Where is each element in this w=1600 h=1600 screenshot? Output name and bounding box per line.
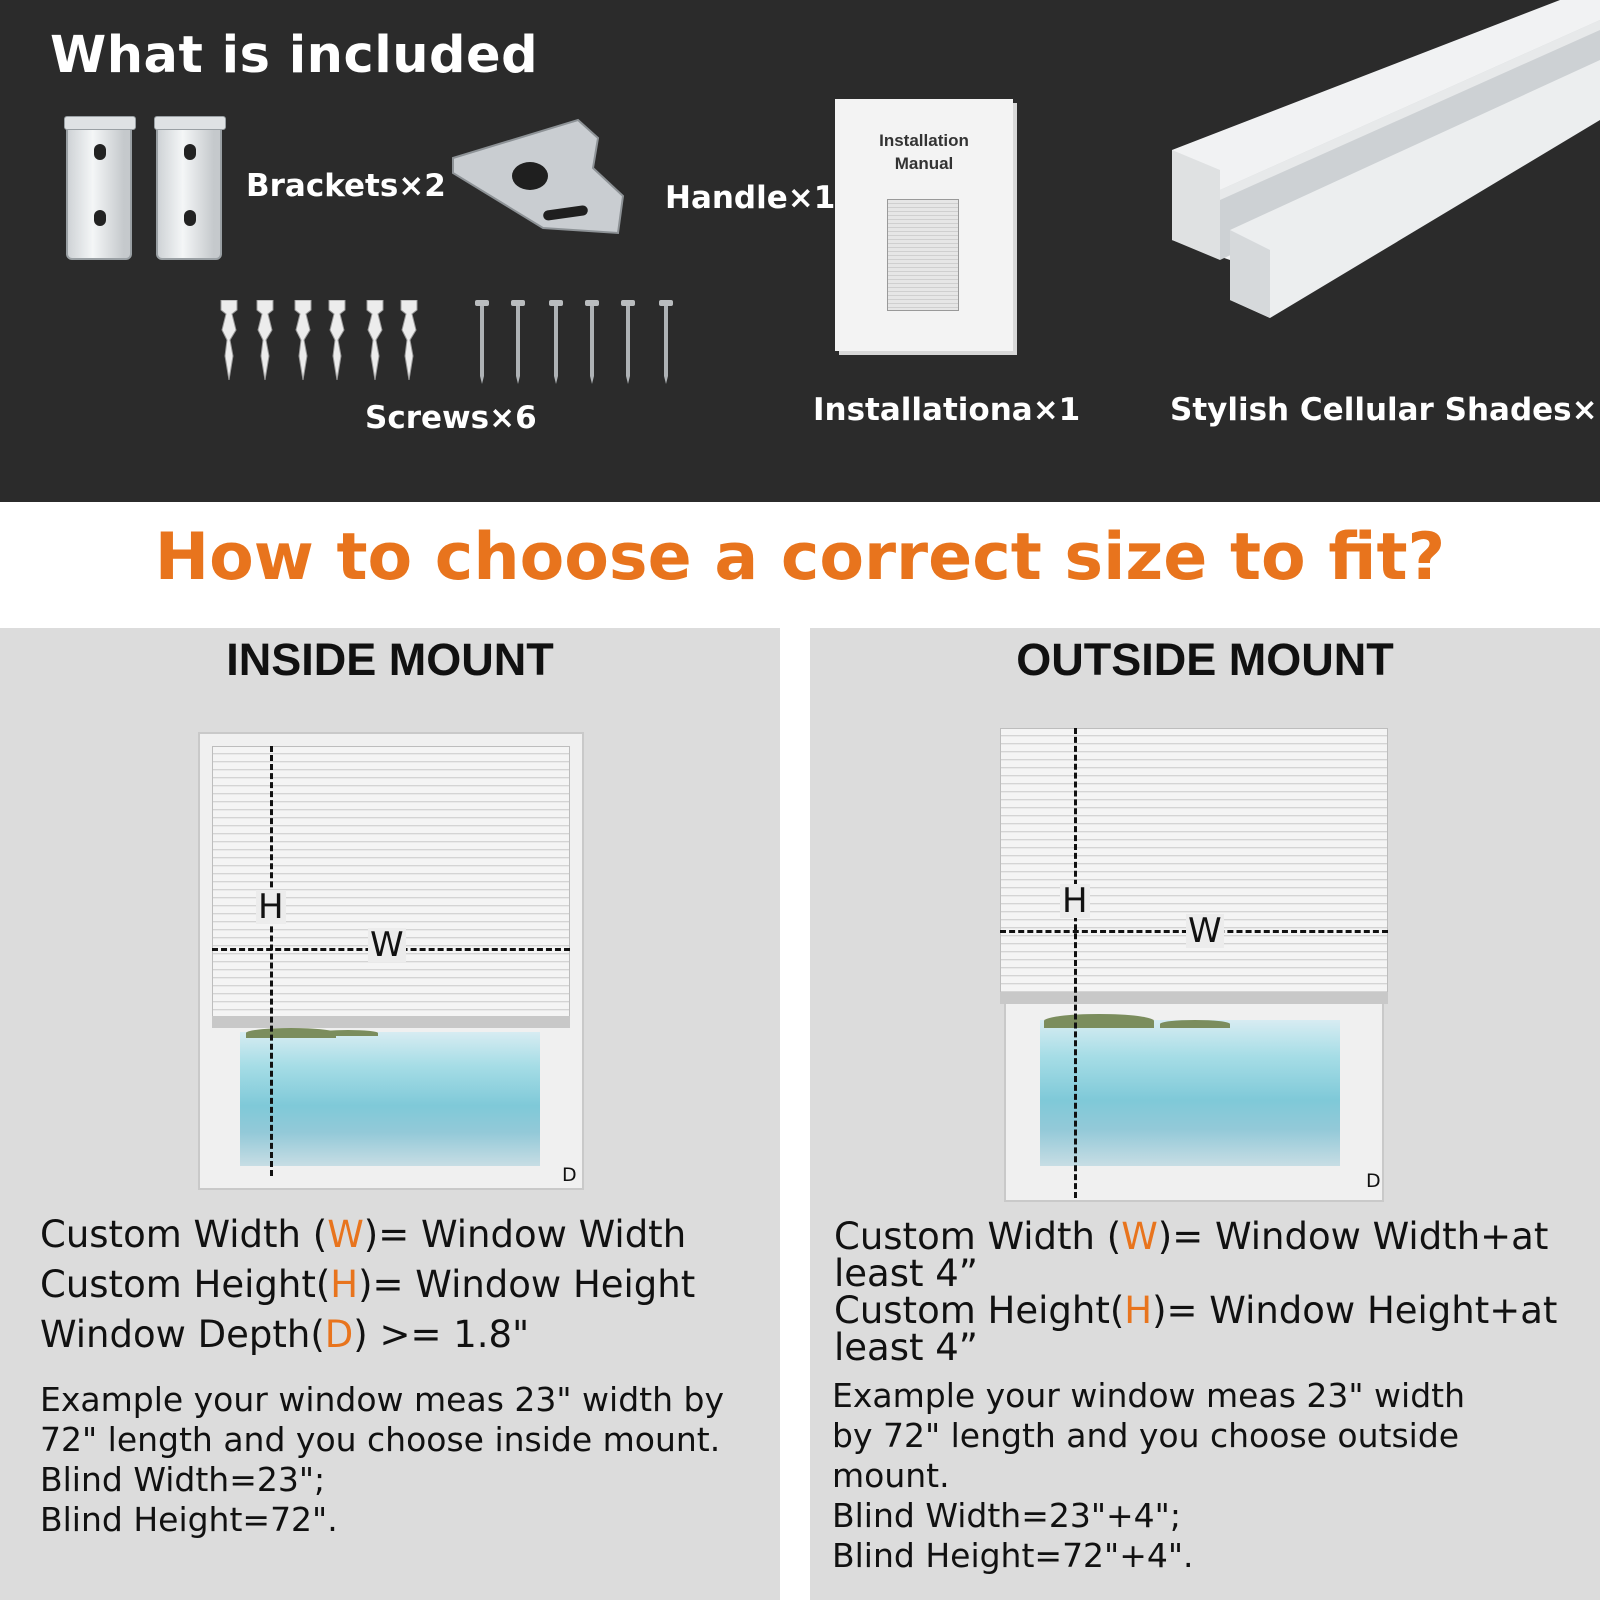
inside-example: Example your window meas 23" width by 72…: [40, 1380, 724, 1540]
shade-rail-image: [1172, 0, 1600, 318]
manual-image: Installation Manual: [835, 99, 1013, 351]
shades-label: Stylish Cellular Shades×1: [1170, 392, 1600, 428]
outside-example-line: by 72" length and you choose outside: [832, 1416, 1460, 1455]
outside-window-illustration: H W D: [1000, 728, 1388, 1202]
inside-example-line: Blind Width=23";: [40, 1460, 326, 1499]
outside-formula-width-cont: least 4”: [834, 1252, 978, 1295]
size-guide-heading: How to choose a correct size to fit?: [154, 520, 1446, 595]
outside-example-line: Example your window meas 23" width: [832, 1376, 1466, 1415]
included-section: What is included Brackets×2 Handle×1 Scr…: [0, 0, 1600, 502]
outside-dim-d: D: [1366, 1170, 1381, 1192]
inside-formula-depth: Window Depth(D) >= 1.8": [40, 1313, 530, 1356]
inside-example-line: 72" length and you choose inside mount.: [40, 1420, 721, 1459]
inside-formula-width: Custom Width (W)= Window Width: [40, 1213, 687, 1256]
outside-dim-w: W: [1186, 911, 1224, 951]
included-title: What is included: [50, 26, 539, 85]
outside-mount-title: OUTSIDE MOUNT: [1016, 634, 1394, 685]
outside-example: Example your window meas 23" width by 72…: [832, 1376, 1465, 1576]
manual-blind-illustration: [887, 199, 959, 311]
outside-formula-height: Custom Height(H)= Window Height+at: [834, 1289, 1558, 1332]
manual-label: Installationa×1: [813, 392, 1081, 428]
inside-dim-d: D: [562, 1164, 577, 1186]
screws-label: Screws×6: [365, 400, 537, 436]
inside-mount-title: INSIDE MOUNT: [226, 634, 554, 685]
outside-formula-height-cont: least 4”: [834, 1326, 978, 1369]
inside-dim-h: H: [256, 887, 286, 927]
handle-image: [452, 118, 625, 235]
inside-example-line: Blind Height=72".: [40, 1500, 338, 1539]
inside-mount-panel: INSIDE MOUNT H W D Custom Width (W)= Win…: [0, 628, 780, 1600]
outside-example-line: mount.: [832, 1456, 950, 1495]
inside-formulas: Custom Width (W)= Window Width Custom He…: [40, 1210, 695, 1360]
outside-dim-h: H: [1060, 881, 1090, 921]
inside-example-line: Example your window meas 23" width by: [40, 1380, 724, 1419]
inside-window-illustration: H W D: [198, 732, 584, 1190]
outside-example-line: Blind Height=72"+4".: [832, 1536, 1194, 1575]
outside-example-line: Blind Width=23"+4";: [832, 1496, 1181, 1535]
outside-formulas: Custom Width (W)= Window Width+at least …: [834, 1218, 1557, 1366]
manual-cover-title: Installation Manual: [879, 131, 969, 173]
inside-dim-w: W: [368, 925, 406, 965]
outside-formula-width: Custom Width (W)= Window Width+at: [834, 1215, 1549, 1258]
handle-label: Handle×1: [665, 180, 836, 216]
outside-mount-panel: OUTSIDE MOUNT H W D Custom Width (W)= Wi…: [810, 628, 1600, 1600]
brackets-label: Brackets×2: [246, 168, 446, 204]
inside-formula-height: Custom Height(H)= Window Height: [40, 1263, 696, 1306]
